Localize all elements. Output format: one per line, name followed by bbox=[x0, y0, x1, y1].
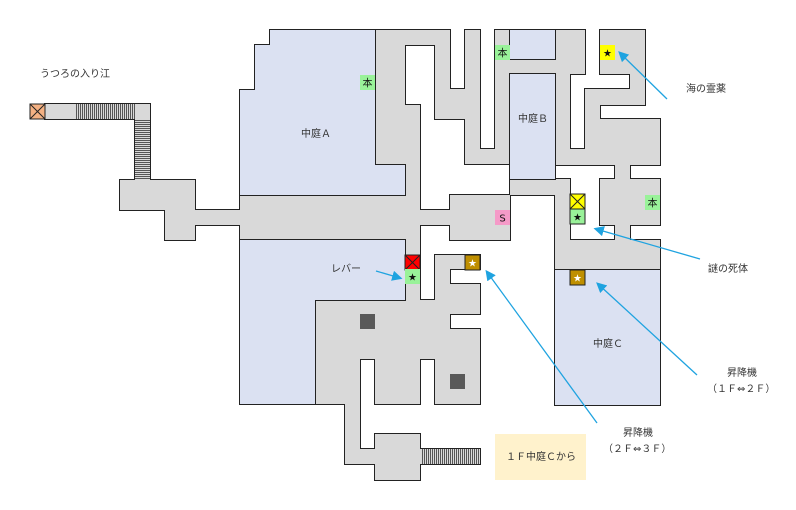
arrow-mystery-corpse bbox=[593, 226, 701, 260]
floor-tile bbox=[375, 359, 420, 404]
floor-tile bbox=[450, 329, 480, 404]
courtyard-area bbox=[255, 45, 375, 90]
arrow-elevator-1 bbox=[596, 282, 698, 376]
courtyard-area bbox=[555, 270, 660, 405]
book-marker-a-text: 本 bbox=[363, 77, 373, 90]
courtyard-area bbox=[240, 300, 315, 404]
floor-tile bbox=[585, 134, 615, 149]
floor-tile bbox=[615, 165, 630, 240]
floor-tile bbox=[555, 30, 585, 74]
sea-elixir-label: 海の霊薬 bbox=[686, 82, 726, 95]
area-name-label: うつろの入り江 bbox=[40, 68, 110, 80]
floor-tile bbox=[630, 74, 645, 89]
courtyard-a-label: 中庭Ａ bbox=[301, 127, 331, 140]
courtyard-area bbox=[510, 74, 555, 179]
floor-tile bbox=[375, 434, 420, 480]
floor-tile bbox=[375, 30, 450, 45]
courtyard-area bbox=[510, 30, 555, 59]
elevator-2-floors: （２Ｆ⇔３Ｆ） bbox=[603, 443, 671, 455]
courtyard-b-label: 中庭Ｂ bbox=[518, 112, 548, 125]
corpse-item-marker-text: ★ bbox=[573, 213, 582, 224]
book-marker-a[interactable]: 本 bbox=[360, 75, 375, 90]
floor-tile bbox=[45, 104, 150, 119]
elevator-2f-3f-marker-text: ★ bbox=[468, 259, 477, 270]
courtyard-area bbox=[270, 30, 375, 45]
floor-tile bbox=[405, 105, 420, 300]
floor-tile bbox=[465, 30, 480, 164]
floor-tile bbox=[195, 210, 240, 225]
floor-tile bbox=[450, 284, 480, 314]
floor-tile bbox=[585, 89, 645, 105]
lever-marker-text: ★ bbox=[408, 273, 417, 284]
mystery-corpse-label: 謎の死体 bbox=[708, 263, 748, 275]
floor-tile bbox=[120, 180, 195, 210]
floor-tile bbox=[555, 74, 570, 165]
cross-icon bbox=[29, 103, 46, 120]
floor-tile bbox=[315, 300, 435, 359]
corpse-item-marker[interactable]: ★ bbox=[569, 208, 586, 225]
courtyard-area bbox=[240, 90, 375, 165]
book-marker-c[interactable]: 本 bbox=[645, 195, 660, 210]
book-marker-c-text: 本 bbox=[648, 197, 658, 210]
cove-exit-marker[interactable] bbox=[29, 103, 46, 120]
cross-icon bbox=[569, 193, 586, 210]
stairs-group bbox=[76, 104, 479, 464]
courtyard-area bbox=[240, 240, 405, 300]
from-1f-note-box bbox=[495, 434, 586, 480]
floor-tile bbox=[240, 195, 420, 240]
cross-icon bbox=[404, 254, 421, 271]
floor-tile bbox=[165, 210, 195, 240]
floor-tile bbox=[315, 359, 360, 404]
floor-tile bbox=[585, 105, 600, 134]
floor-tile bbox=[450, 89, 465, 119]
lever-marker[interactable]: ★ bbox=[405, 269, 420, 284]
from-1f-note: １Ｆ中庭Ｃから bbox=[506, 450, 576, 463]
courtyard-c-label: 中庭Ｃ bbox=[593, 337, 623, 350]
arrow-lever bbox=[375, 270, 403, 281]
save-point-marker[interactable]: S bbox=[495, 210, 510, 225]
arrow-sea-elixir bbox=[618, 51, 668, 100]
lever-gate-marker[interactable] bbox=[404, 254, 421, 271]
pillar-block bbox=[450, 374, 465, 389]
pillar-block bbox=[360, 314, 375, 329]
floor-tile bbox=[435, 255, 450, 404]
corpse-marker[interactable] bbox=[569, 193, 586, 210]
sea-elixir-marker-text: ★ bbox=[603, 49, 612, 60]
floor-tile bbox=[570, 149, 615, 165]
courtyard-area bbox=[240, 165, 405, 195]
book-marker-b-text: 本 bbox=[498, 47, 508, 60]
floor-tile bbox=[375, 45, 405, 165]
elevator-2-label: 昇降機 bbox=[623, 426, 653, 439]
arrow-elevator-2 bbox=[485, 269, 598, 424]
elevator-1-label: 昇降機 bbox=[727, 366, 757, 379]
floor-tile bbox=[480, 149, 495, 164]
floor-tile bbox=[495, 30, 510, 164]
floor-tile bbox=[510, 59, 555, 74]
floor-tile bbox=[510, 179, 570, 195]
elevator-2f-3f-marker[interactable]: ★ bbox=[464, 254, 481, 271]
lever-label: レバー bbox=[331, 263, 361, 275]
floor-tile bbox=[420, 210, 450, 225]
book-marker-b[interactable]: 本 bbox=[495, 45, 510, 60]
save-point-marker-text: S bbox=[499, 214, 505, 225]
elevator-1-floors: （１Ｆ⇔２Ｆ） bbox=[707, 383, 775, 395]
floor-tile bbox=[555, 240, 660, 270]
elevator-1f-2f-marker-text: ★ bbox=[573, 274, 582, 285]
floor-tile bbox=[435, 30, 450, 119]
sea-elixir-marker[interactable]: ★ bbox=[600, 45, 615, 60]
elevator-1f-2f-marker[interactable]: ★ bbox=[569, 269, 586, 286]
